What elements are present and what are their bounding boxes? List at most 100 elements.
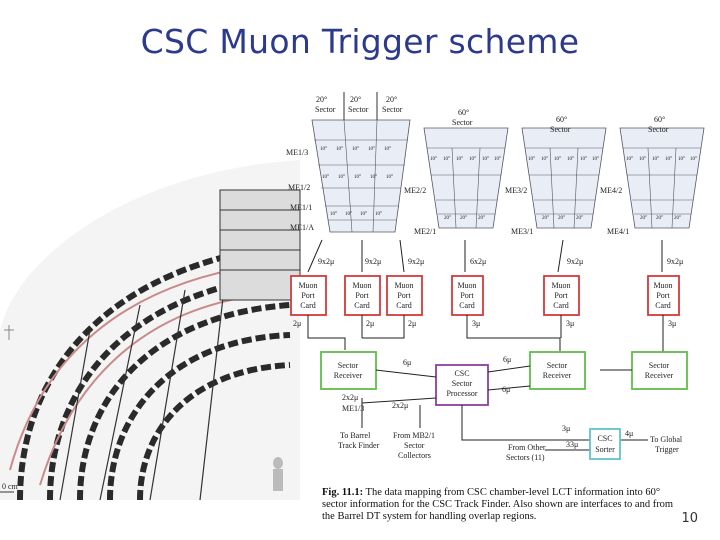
svg-text:4μ: 4μ (625, 429, 633, 438)
mpc-input-3: 9x2μ (408, 257, 424, 266)
sector-receiver-2 (529, 351, 586, 390)
svg-text:10°: 10° (336, 147, 343, 152)
label-me1-3: ME1/3 (286, 148, 308, 157)
svg-text:10°: 10° (494, 157, 501, 162)
svg-text:10°: 10° (592, 157, 599, 162)
svg-text:20°: 20° (558, 216, 565, 221)
svg-text:Sector: Sector (452, 118, 473, 127)
svg-text:Card: Card (553, 301, 569, 310)
svg-text:10°: 10° (354, 175, 361, 180)
svg-text:Sectors (11): Sectors (11) (506, 453, 545, 462)
label-me2-1: ME2/1 (414, 227, 436, 236)
svg-text:CSC: CSC (454, 369, 469, 378)
svg-text:10°: 10° (541, 157, 548, 162)
me3-fan: 60° Sector 10°10° 10°10° 10°10° 20°20° 2… (505, 115, 607, 236)
svg-text:Sector: Sector (315, 105, 336, 114)
svg-text:2x2μ: 2x2μ (342, 393, 358, 402)
me3-sector-label: 60° (556, 115, 567, 124)
svg-text:Sector: Sector (452, 379, 473, 388)
figure-caption: Fig. 11.1: The data mapping from CSC cha… (322, 487, 682, 523)
svg-text:10°: 10° (678, 157, 685, 162)
svg-text:Muon: Muon (457, 281, 476, 290)
svg-text:3μ: 3μ (668, 319, 676, 328)
svg-text:20°: 20° (576, 216, 583, 221)
label-me3-1: ME3/1 (511, 227, 533, 236)
label-me1-1: ME1/1 (290, 203, 312, 212)
sector-receiver-1 (320, 351, 377, 390)
csc-sorter (589, 428, 621, 460)
svg-text:2μ: 2μ (293, 319, 301, 328)
mpc-box-3 (386, 275, 423, 316)
svg-text:10°: 10° (554, 157, 561, 162)
svg-text:Sector: Sector (648, 125, 669, 134)
svg-text:20°: 20° (444, 216, 451, 221)
svg-text:20°: 20° (656, 216, 663, 221)
svg-text:10°: 10° (360, 212, 367, 217)
svg-text:10°: 10° (580, 157, 587, 162)
svg-text:10°: 10° (665, 157, 672, 162)
sector-receiver-3 (631, 351, 688, 390)
svg-text:Receiver: Receiver (543, 371, 572, 380)
svg-text:Sector: Sector (649, 361, 670, 370)
svg-text:10°: 10° (352, 147, 359, 152)
svg-text:Port: Port (554, 291, 568, 300)
me1-sector-2: 20° (350, 95, 361, 104)
svg-text:Card: Card (396, 301, 412, 310)
scale-label: 0 cm (2, 482, 19, 491)
svg-text:6μ: 6μ (503, 355, 511, 364)
svg-text:Port: Port (656, 291, 670, 300)
svg-text:2μ: 2μ (408, 319, 416, 328)
svg-text:10°: 10° (469, 157, 476, 162)
mpc-box-1 (290, 275, 327, 316)
svg-text:Sector: Sector (338, 361, 359, 370)
svg-text:Card: Card (459, 301, 475, 310)
mpc-box-6 (647, 275, 680, 316)
svg-text:10°: 10° (386, 175, 393, 180)
slide-title: CSC Muon Trigger scheme (140, 22, 580, 61)
me4-fan: 60° Sector 10°10° 10°10° 10°10° 20°20° 2… (600, 115, 705, 236)
svg-text:Collectors: Collectors (398, 451, 431, 460)
svg-text:10°: 10° (370, 175, 377, 180)
svg-text:10°: 10° (345, 212, 352, 217)
svg-text:10°: 10° (368, 147, 375, 152)
me1-fan: 20° Sector 20° Sector 20° Sector 10°10° … (286, 92, 411, 233)
from-mb-label: From MB2/1 (393, 431, 435, 440)
svg-text:10°: 10° (338, 175, 345, 180)
fan-to-mpc-arrows (307, 239, 663, 273)
page-number: 10 (681, 511, 698, 526)
svg-text:2μ: 2μ (366, 319, 374, 328)
svg-text:Processor: Processor (446, 389, 477, 398)
svg-text:6μ: 6μ (502, 385, 510, 394)
mpc-input-1: 9x2μ (318, 257, 334, 266)
svg-text:10°: 10° (430, 157, 437, 162)
svg-text:10°: 10° (330, 212, 337, 217)
svg-text:Port: Port (355, 291, 369, 300)
svg-text:10°: 10° (690, 157, 697, 162)
svg-text:Sector: Sector (382, 105, 403, 114)
svg-text:Receiver: Receiver (334, 371, 363, 380)
svg-text:10°: 10° (375, 212, 382, 217)
svg-text:3μ: 3μ (566, 319, 574, 328)
svg-text:10°: 10° (652, 157, 659, 162)
processor-flows (361, 365, 648, 451)
svg-text:Card: Card (300, 301, 316, 310)
svg-text:10°: 10° (567, 157, 574, 162)
svg-text:20°: 20° (478, 216, 485, 221)
from-other-label: From Other (508, 443, 546, 452)
svg-text:CSC: CSC (597, 434, 612, 443)
svg-text:10°: 10° (482, 157, 489, 162)
caption-bold: Fig. 11.1: (322, 487, 364, 498)
svg-text:Muon: Muon (298, 281, 317, 290)
svg-text:10°: 10° (443, 157, 450, 162)
csc-sector-processor (435, 364, 489, 406)
svg-text:33μ: 33μ (566, 440, 578, 449)
svg-text:20°: 20° (542, 216, 549, 221)
to-global-label: To Global (650, 435, 683, 444)
me4-sector-label: 60° (654, 115, 665, 124)
mpc-input-2: 9x2μ (365, 257, 381, 266)
svg-text:10°: 10° (322, 175, 329, 180)
svg-text:20°: 20° (674, 216, 681, 221)
